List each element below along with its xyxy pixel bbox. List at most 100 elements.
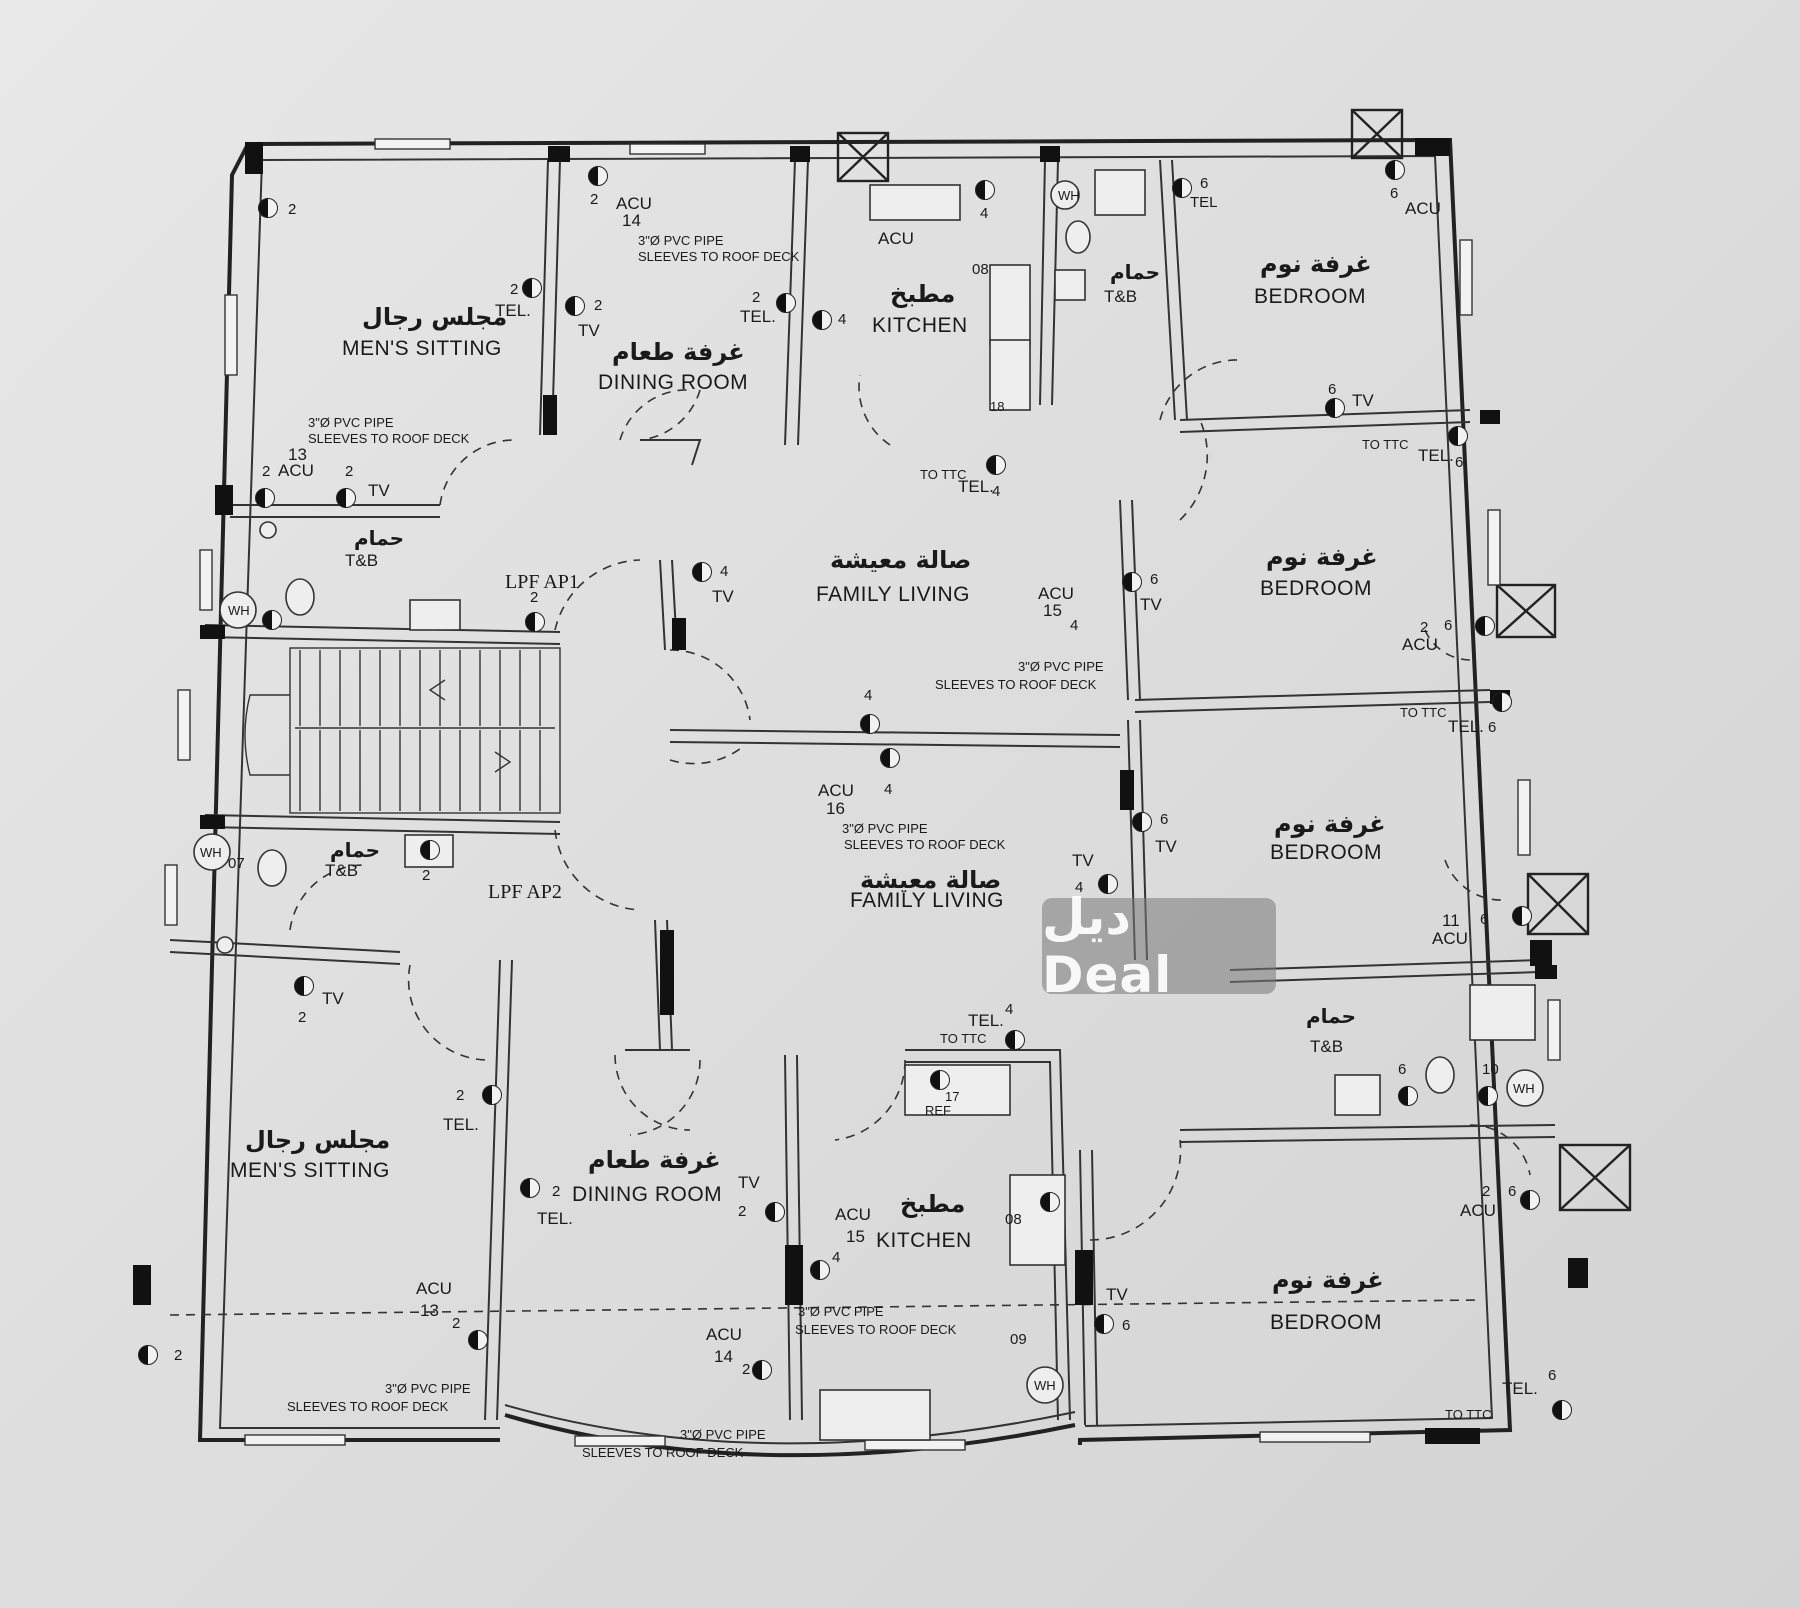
- to-ttc-2: TO TTC: [1400, 705, 1447, 720]
- outlet-num: 2: [456, 1087, 465, 1104]
- outlet-num: 6: [1548, 1367, 1557, 1384]
- acu-label-6: ACU: [1402, 635, 1438, 654]
- outlet-symbol: [1122, 572, 1142, 592]
- outlet-num: 6: [1390, 185, 1399, 202]
- outlet-symbol: [752, 1360, 772, 1380]
- tv-label-10: TV: [1106, 1285, 1128, 1304]
- outlet-num: 18: [990, 399, 1005, 414]
- dining-top-ar: غرفة طعام: [612, 338, 745, 366]
- outlet-symbol: [1040, 1192, 1060, 1212]
- outlet-symbol: [262, 610, 282, 630]
- outlet-symbol: [588, 166, 608, 186]
- outlet-symbol: [1005, 1030, 1025, 1050]
- outlet-symbol: [1478, 1086, 1498, 1106]
- staircase: [244, 647, 561, 814]
- acu-num-7: 16: [826, 799, 845, 818]
- outlet-symbol: [930, 1070, 950, 1090]
- outlet-num: 2: [452, 1315, 461, 1332]
- mens-sitting-bottom-en: MEN'S SITTING: [230, 1159, 390, 1182]
- outlet-num: 4: [1075, 879, 1084, 896]
- acu-label-9: ACU: [1460, 1201, 1496, 1220]
- outlet-num: 4: [980, 205, 989, 222]
- acu-label-7: ACU: [818, 781, 854, 800]
- pvc-note-6-b: SLEEVES TO ROOF DECK: [287, 1399, 449, 1414]
- outlet-num: 6: [1508, 1183, 1517, 1200]
- acu-label-4: ACU: [278, 461, 314, 480]
- outlet-symbol: [1492, 692, 1512, 712]
- outlet-num: 6: [1398, 1061, 1407, 1078]
- bedroom-3-en: BEDROOM: [1270, 841, 1383, 864]
- outlet-num: 2: [298, 1009, 307, 1026]
- to-ttc-1: TO TTC: [1362, 437, 1409, 452]
- tv-label-6: TV: [1155, 837, 1177, 856]
- outlet-num: 4: [720, 563, 729, 580]
- tel-label-6: TEL.: [1448, 717, 1484, 736]
- acu-label-10: ACU: [835, 1205, 871, 1224]
- outlet-num: 2: [594, 297, 603, 314]
- panel-ap2: LPF AP2: [488, 881, 562, 903]
- pvc-note-1-a: 3"Ø PVC PIPE: [638, 233, 724, 248]
- outlet-num: 4: [864, 687, 873, 704]
- outlet-symbol: [565, 296, 585, 316]
- outlet-symbol: [294, 976, 314, 996]
- family-living-top-en: FAMILY LIVING: [816, 583, 970, 606]
- kitchen-bottom-en: KITCHEN: [876, 1229, 972, 1252]
- outlet-num: 2: [345, 463, 354, 480]
- columns: [133, 138, 1588, 1444]
- outlet-num: 2: [552, 1183, 561, 1200]
- dining-bottom-ar: غرفة طعام: [588, 1146, 721, 1174]
- outlet-num: 4: [1070, 617, 1079, 634]
- windows: [164, 138, 1561, 1451]
- to-ttc-5: TO TTC: [940, 1031, 987, 1046]
- outlet-num: 6: [1200, 175, 1209, 192]
- outlet-num: 2: [738, 1203, 747, 1220]
- pvc-note-2-a: 3"Ø PVC PIPE: [308, 415, 394, 430]
- ref-label: REF: [925, 1103, 951, 1118]
- outlet-num: 2: [262, 463, 271, 480]
- outlet-symbol: [1385, 160, 1405, 180]
- panel-ap1: LPF AP1: [505, 571, 579, 593]
- tv-label-3: TV: [712, 587, 734, 606]
- outlet-symbol: [1132, 812, 1152, 832]
- tv-label-1: TV: [578, 321, 600, 340]
- outlet-symbol: [765, 1202, 785, 1222]
- acu-num-4: 13: [288, 445, 307, 464]
- tel-label-10: TEL.: [1502, 1379, 1538, 1398]
- bedroom-4-ar: غرفة نوم: [1272, 1266, 1384, 1294]
- outlet-num: 08: [1005, 1211, 1022, 1228]
- outlet-symbol: [812, 310, 832, 330]
- mens-sitting-bottom-ar: مجلس رجال: [245, 1126, 391, 1154]
- outlet-symbol: [255, 488, 275, 508]
- mens-sitting-top-ar: مجلس رجال: [362, 303, 508, 331]
- acu-label-5: ACU: [1038, 584, 1074, 603]
- bedroom-1-en: BEDROOM: [1254, 285, 1367, 308]
- mens-sitting-top-en: MEN'S SITTING: [342, 337, 502, 360]
- outlet-num: 2: [422, 867, 431, 884]
- outlet-num: 2: [510, 281, 519, 298]
- tel-label-7: TEL.: [968, 1011, 1004, 1030]
- outlet-num: 6: [1150, 571, 1159, 588]
- tb-top-center-en: T&B: [1104, 287, 1138, 306]
- acu-num-5: 15: [1043, 601, 1062, 620]
- pvc-note-3-b: SLEEVES TO ROOF DECK: [935, 677, 1097, 692]
- tel-label-2: TEL.: [740, 307, 776, 326]
- outlet-num: 09: [1010, 1331, 1027, 1348]
- wh-label: WH: [228, 603, 250, 618]
- tb-mid-left-ar: حمام: [330, 838, 380, 862]
- bedroom-2-en: BEDROOM: [1260, 577, 1373, 600]
- acu-num-8: 11: [1442, 911, 1460, 930]
- outlet-symbol: [525, 612, 545, 632]
- outlet-num: 2: [530, 589, 539, 606]
- wh-label: WH: [1513, 1081, 1535, 1096]
- outlet-num: 2: [590, 191, 599, 208]
- tb-right-en: T&B: [1310, 1037, 1344, 1056]
- pvc-note-3-a: 3"Ø PVC PIPE: [1018, 659, 1104, 674]
- outlet-num: 6: [1488, 719, 1497, 736]
- kitchen-bottom-ar: مطبخ: [900, 1190, 966, 1218]
- outlet-symbol: [880, 748, 900, 768]
- acu-num-1: 14: [622, 211, 641, 230]
- outlet-symbol: [1520, 1190, 1540, 1210]
- pvc-note-2-b: SLEEVES TO ROOF DECK: [308, 431, 470, 446]
- wh-label: WH: [1058, 188, 1080, 203]
- tel-label-4: TEL: [1190, 194, 1218, 211]
